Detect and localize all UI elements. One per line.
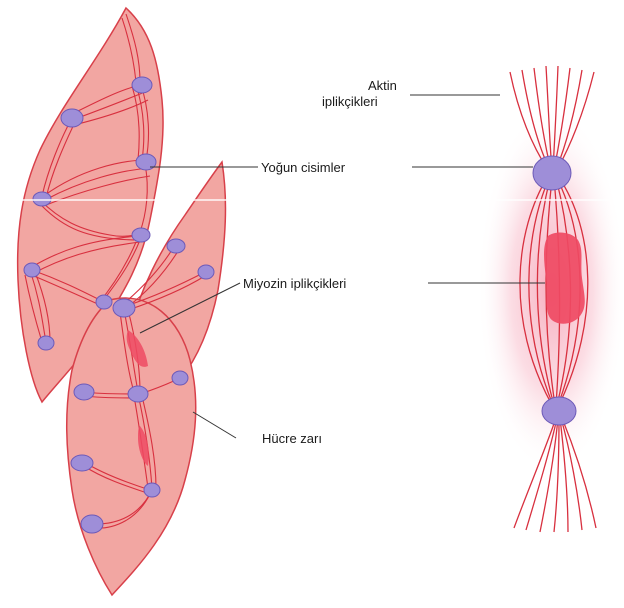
leader-hucre [193,412,236,438]
label-hucre-zari: Hücre zarı [262,431,322,446]
dense-body [132,228,150,242]
dense-body [71,455,93,471]
muscle-cells-group [18,8,226,595]
dense-body [144,483,160,497]
dense-body [81,515,103,533]
label-yogun-cisimler: Yoğun cisimler [261,160,346,175]
dense-body [113,299,135,317]
dense-body [38,336,54,350]
labels: Aktin iplikçikleri Yoğun cisimler Miyozi… [243,78,397,446]
dense-body [128,386,148,402]
myosin-filament [544,233,585,324]
label-aktin-line1: Aktin [368,78,397,93]
dense-body [542,397,576,425]
dense-body [132,77,152,93]
dense-body [172,371,188,385]
filament-unit [477,66,624,532]
dense-body [198,265,214,279]
dense-body [167,239,185,253]
dense-body [96,295,112,309]
dense-body [533,156,571,190]
dense-body [24,263,40,277]
dense-body [61,109,83,127]
label-aktin-line2: iplikçikleri [322,94,378,109]
dense-body [136,154,156,170]
label-miyozin-iplikcikleri: Miyozin iplikçikleri [243,276,346,291]
dense-body [74,384,94,400]
